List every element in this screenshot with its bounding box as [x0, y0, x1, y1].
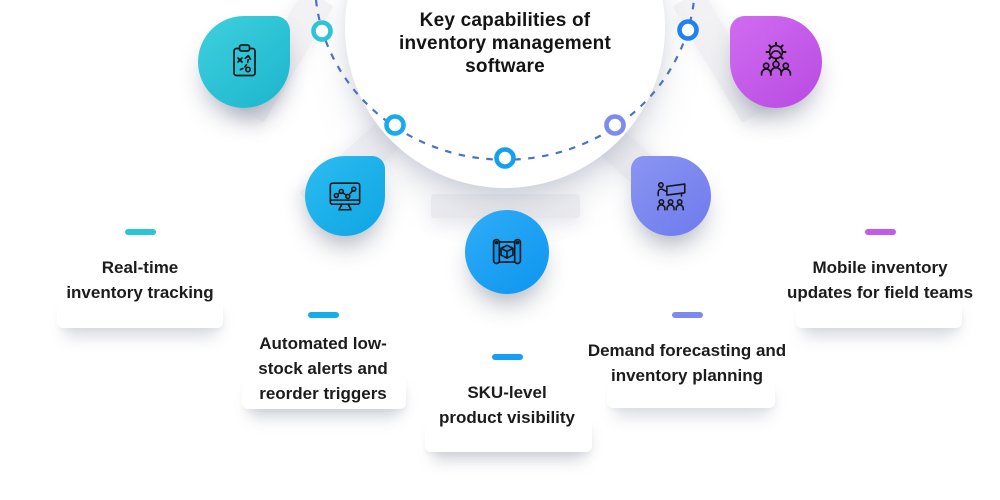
capability-label-text: SKU-level product visibility — [438, 382, 576, 427]
label-card — [425, 419, 592, 452]
capability-bubble-mobile-updates — [730, 16, 822, 108]
capability-bubble-demand-forecasting — [631, 156, 711, 236]
team-gear-icon — [760, 41, 792, 76]
capability-label-low-stock-alerts: Automated low- stock alerts and reorder … — [213, 312, 433, 406]
strategy-clipboard-icon — [233, 44, 256, 77]
label-card — [57, 301, 223, 328]
label-card — [242, 377, 406, 409]
capability-bubble-real-time-tracking — [198, 16, 290, 108]
capability-bubble-sku-visibility — [465, 210, 549, 294]
label-card — [607, 383, 775, 408]
capability-label-demand-forecasting: Demand forecasting and inventory plannin… — [567, 312, 807, 388]
capability-bubble-low-stock-alerts — [305, 156, 385, 236]
accent-dash — [671, 312, 703, 318]
capability-label-text: Real-time inventory tracking — [66, 257, 214, 302]
accent-dash — [307, 312, 339, 318]
capability-label-text: Mobile inventory updates for field teams — [786, 257, 974, 302]
capability-label-sku-visibility: SKU-level product visibility — [397, 354, 617, 430]
accent-dash — [864, 229, 896, 235]
team-presentation-icon — [657, 182, 686, 211]
capability-label-text: Demand forecasting and inventory plannin… — [587, 340, 787, 385]
capability-label-text: Automated low- stock alerts and reorder … — [258, 333, 388, 403]
capability-label-mobile-updates: Mobile inventory updates for field teams — [760, 229, 1000, 305]
capability-label-real-time-tracking: Real-time inventory tracking — [30, 229, 250, 305]
blueprint-cube-icon — [492, 238, 522, 265]
label-card — [796, 301, 962, 328]
accent-dash — [491, 354, 523, 360]
accent-dash — [124, 229, 156, 235]
analytics-monitor-icon — [329, 182, 361, 211]
diagram-title: Key capabilities of inventory management… — [399, 10, 611, 77]
